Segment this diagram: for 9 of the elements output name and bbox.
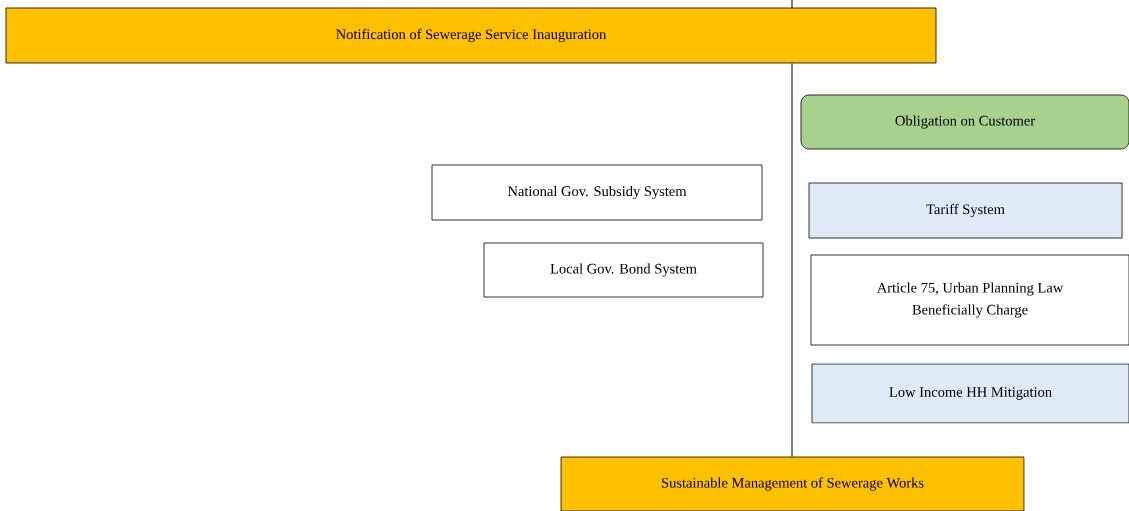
title-box: Notification of Sewerage Service Inauguration bbox=[5, 7, 937, 64]
text-box: Article 75, Urban Planning Law Beneficially Charge bbox=[810, 254, 1129, 346]
text-box: Low Income HH Mitigation bbox=[811, 363, 1129, 424]
text-box: Tariff System bbox=[808, 182, 1123, 239]
connector-line bbox=[791, 62, 793, 458]
text-box: National Gov. Subsidy System bbox=[431, 164, 763, 221]
text-box: Local Gov. Bond System bbox=[483, 242, 764, 298]
title-box: Sustainable Management of Sewerage Works bbox=[560, 456, 1025, 511]
header-box: Obligation on Customer bbox=[800, 94, 1129, 150]
